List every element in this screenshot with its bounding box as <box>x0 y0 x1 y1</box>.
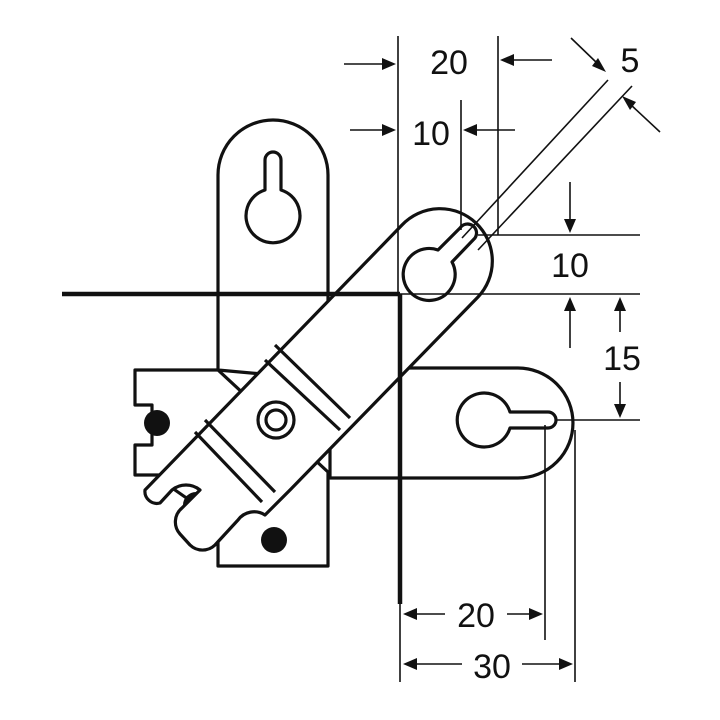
dim-label-top-spacing: 20 <box>430 44 468 82</box>
dim-label-bottom-spacing: 30 <box>473 648 511 686</box>
reference-lines <box>62 291 403 604</box>
dim-label-vertical-spacing: 15 <box>603 340 641 378</box>
pin-dot <box>261 527 287 553</box>
dimension-labels: 20 10 5 10 15 20 30 <box>412 42 641 686</box>
screw-inner <box>264 408 288 432</box>
dimension-arrows <box>344 37 661 670</box>
dim-label-bottom-offset: 20 <box>457 597 495 635</box>
right-keyhole-slot <box>455 391 558 449</box>
dim-label-slot-width: 5 <box>621 42 640 80</box>
diagonal-keyhole-slot <box>401 222 479 303</box>
dim-label-vertical-offset: 10 <box>551 247 589 285</box>
right-keyhole-plate <box>328 366 575 480</box>
extension-lines <box>397 36 640 682</box>
dim-label-slot-offset: 10 <box>412 115 450 153</box>
pin-dot <box>144 410 170 436</box>
upper-keyhole-slot <box>244 150 302 245</box>
upper-keyhole-plate <box>216 118 330 382</box>
